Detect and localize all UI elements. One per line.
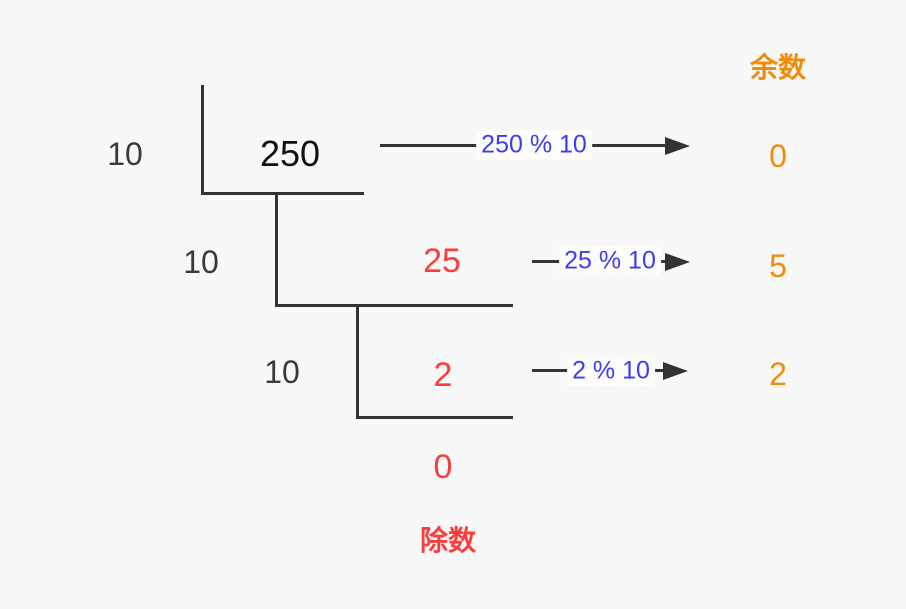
bracket-horizontal-step2 <box>275 304 513 307</box>
bracket-vertical-step2 <box>275 192 278 306</box>
divisor-step2: 10 <box>183 244 219 280</box>
remainder-column-header: 余数 <box>749 52 807 83</box>
bracket-horizontal-step3 <box>356 416 513 419</box>
remainder-step3: 2 <box>769 356 787 392</box>
final-quotient: 0 <box>433 448 453 486</box>
divisor-step3: 10 <box>264 354 300 390</box>
mod-operation-step3: 2 % 10 <box>567 356 655 386</box>
arrow-right-icon <box>665 136 690 155</box>
dividend-step1: 250 <box>259 133 321 174</box>
divisor-column-footer: 除数 <box>419 525 477 556</box>
divisor-step1: 10 <box>107 136 143 172</box>
dividend-step3: 2 <box>433 356 453 394</box>
bracket-vertical-step1 <box>201 85 204 193</box>
bracket-vertical-step3 <box>356 304 359 418</box>
remainder-step1: 0 <box>769 138 787 174</box>
bracket-horizontal-step1 <box>201 192 364 195</box>
arrow-right-icon <box>665 252 690 271</box>
mod-operation-step2: 25 % 10 <box>559 246 661 276</box>
dividend-step2: 25 <box>423 242 461 280</box>
remainder-step2: 5 <box>769 248 787 284</box>
mod-operation-step1: 250 % 10 <box>476 130 592 160</box>
arrow-right-icon <box>663 361 688 380</box>
